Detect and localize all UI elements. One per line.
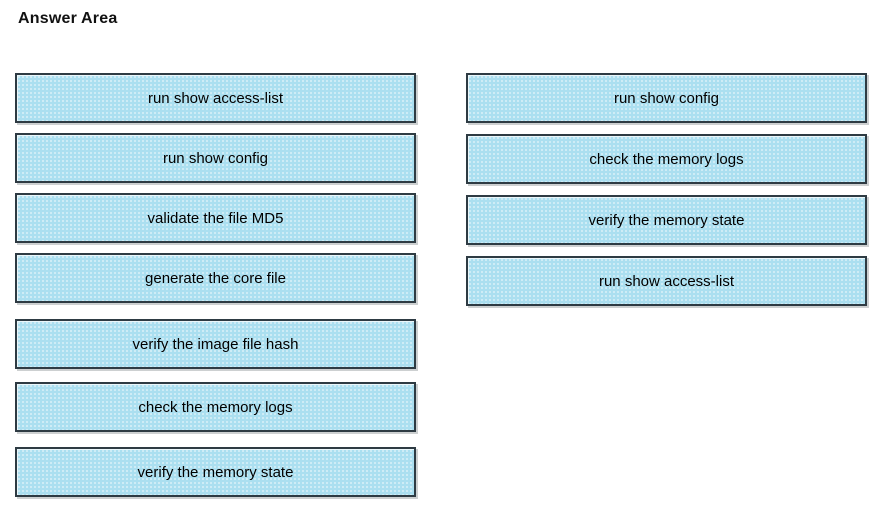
option-label: check the memory logs bbox=[138, 398, 293, 416]
answer-label: run show access-list bbox=[598, 272, 735, 290]
answer-label: verify the memory state bbox=[588, 211, 745, 229]
option-box-verify-the-memory-state[interactable]: verify the memory state bbox=[15, 447, 416, 497]
option-box-generate-the-core-file[interactable]: generate the core file bbox=[15, 253, 416, 303]
answer-box-verify-the-memory-state[interactable]: verify the memory state bbox=[466, 195, 867, 245]
option-box-run-show-access-list[interactable]: run show access-list bbox=[15, 73, 416, 123]
answer-box-run-show-config[interactable]: run show config bbox=[466, 73, 867, 123]
option-label: run show config bbox=[162, 149, 269, 167]
option-box-check-the-memory-logs[interactable]: check the memory logs bbox=[15, 382, 416, 432]
option-label: verify the memory state bbox=[137, 463, 294, 481]
option-label: verify the image file hash bbox=[132, 335, 299, 353]
option-box-run-show-config[interactable]: run show config bbox=[15, 133, 416, 183]
option-label: run show access-list bbox=[147, 89, 284, 107]
option-box-verify-the-image-file-hash[interactable]: verify the image file hash bbox=[15, 319, 416, 369]
option-box-validate-the-file-md5[interactable]: validate the file MD5 bbox=[15, 193, 416, 243]
source-options-column: run show access-list run show config val… bbox=[15, 73, 416, 497]
page-title: Answer Area bbox=[18, 10, 118, 27]
answer-label: check the memory logs bbox=[589, 150, 744, 168]
answer-box-check-the-memory-logs[interactable]: check the memory logs bbox=[466, 134, 867, 184]
answer-label: run show config bbox=[613, 89, 720, 107]
answer-box-run-show-access-list[interactable]: run show access-list bbox=[466, 256, 867, 306]
option-label: generate the core file bbox=[145, 269, 286, 287]
option-label: validate the file MD5 bbox=[147, 209, 284, 227]
answer-slots-column: run show config check the memory logs ve… bbox=[466, 73, 867, 306]
